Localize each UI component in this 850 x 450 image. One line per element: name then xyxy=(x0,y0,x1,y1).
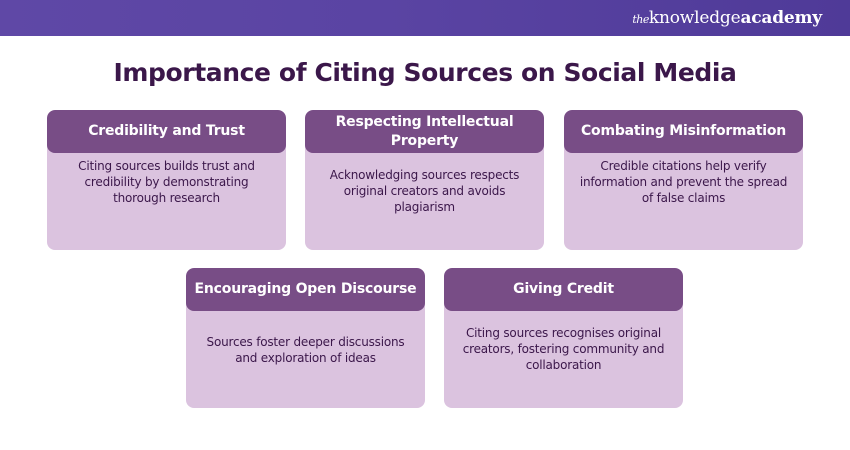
card-title: Giving Credit xyxy=(513,281,614,297)
card-title: Encouraging Open Discourse xyxy=(194,281,417,297)
top-banner: theknowledgeacademy xyxy=(0,0,850,36)
card-header: Respecting Intellectual Property xyxy=(305,110,544,153)
card-header: Giving Credit xyxy=(444,268,683,311)
card-description: Citing sources recognises original creat… xyxy=(462,326,665,372)
logo-academy: academy xyxy=(740,8,822,28)
brand-logo: theknowledgeacademy xyxy=(632,6,822,30)
card-title: Respecting Intellectual Property xyxy=(335,113,514,149)
page-title: Importance of Citing Sources on Social M… xyxy=(113,58,737,87)
logo-knowledge: knowledge xyxy=(648,8,741,28)
logo-prefix: the xyxy=(632,13,649,26)
card-description: Citing sources builds trust and credibil… xyxy=(78,159,255,205)
card-encouraging-open-discourse: Encouraging Open Discourse Sources foste… xyxy=(186,268,425,408)
card-description: Sources foster deeper discussions and ex… xyxy=(206,335,405,365)
card-giving-credit: Giving Credit Citing sources recognises … xyxy=(444,268,683,408)
card-combating-misinformation: Combating Misinformation Credible citati… xyxy=(564,110,803,250)
card-header: Credibility and Trust xyxy=(47,110,286,153)
card-title: Credibility and Trust xyxy=(88,123,245,139)
card-description: Acknowledging sources respects original … xyxy=(329,168,520,214)
card-header: Combating Misinformation xyxy=(564,110,803,153)
card-respecting-intellectual-property: Respecting Intellectual Property Acknowl… xyxy=(305,110,544,250)
card-credibility-and-trust: Credibility and Trust Citing sources bui… xyxy=(47,110,286,250)
card-title: Combating Misinformation xyxy=(580,123,787,139)
card-header: Encouraging Open Discourse xyxy=(186,268,425,311)
card-description: Credible citations help verify informati… xyxy=(579,159,788,205)
